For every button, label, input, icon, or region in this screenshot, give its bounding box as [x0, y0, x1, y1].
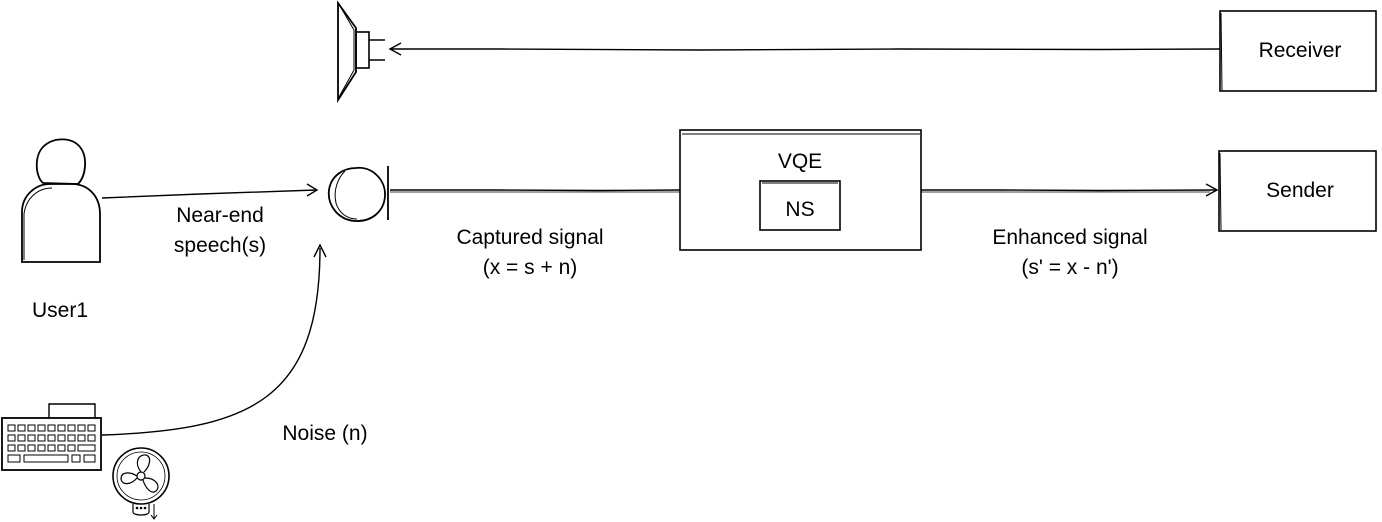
near-end-speech-edge: [101, 183, 319, 199]
enhanced-label-line1: Enhanced signal: [992, 226, 1147, 249]
near-end-label-line2: speech(s): [174, 234, 266, 257]
user-icon: [21, 138, 101, 263]
sender-label: Sender: [1266, 179, 1334, 202]
ns-node: NS: [759, 180, 841, 231]
microphone-icon: [327, 166, 389, 222]
vqe-label: VQE: [778, 150, 822, 173]
speaker-icon: [337, 0, 385, 104]
noise-edge: [101, 243, 327, 436]
receiver-to-speaker-edge: [388, 42, 1221, 56]
receiver-node: Receiver: [1219, 10, 1377, 92]
keyboard-icon: [1, 403, 102, 471]
near-end-label-line1: Near-end: [176, 204, 264, 227]
fan-icon: [112, 447, 170, 520]
user-label: User1: [32, 299, 88, 322]
enhanced-label-line2: (s' = x - n'): [1021, 256, 1118, 279]
ns-label: NS: [785, 198, 814, 221]
captured-signal-edge: [390, 189, 681, 193]
enhanced-signal-edge: [921, 183, 1219, 197]
receiver-label: Receiver: [1259, 39, 1342, 62]
sender-node: Sender: [1218, 150, 1377, 232]
captured-label-line1: Captured signal: [456, 226, 603, 249]
noise-label: Noise (n): [282, 422, 367, 445]
captured-label-line2: (x = s + n): [483, 256, 578, 279]
